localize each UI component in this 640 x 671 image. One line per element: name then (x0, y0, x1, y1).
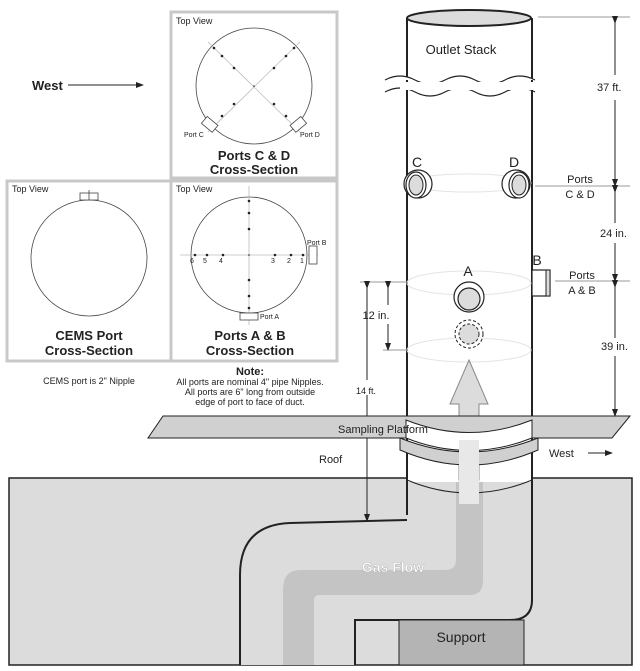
ab-title-2: Cross-Section (206, 343, 294, 358)
port-a-label: Port A (260, 314, 279, 321)
dim-14ft: 14 ft. (356, 386, 376, 396)
cd-title-1: Ports C & D (218, 148, 290, 163)
svg-text:3: 3 (271, 258, 275, 265)
ports-cd-label-1: Ports (567, 174, 593, 186)
cd-title-2: Cross-Section (210, 162, 298, 177)
stack-port-a: A (463, 263, 473, 279)
cems-view-label: Top View (12, 184, 49, 194)
note-line-1: All ports are nominal 4" pipe Nipples. (176, 377, 323, 387)
panel-ports-ab: Top View 6 5 4 3 2 1 Port B Port A Ports A &… (169, 179, 339, 363)
platform-collar (399, 437, 539, 466)
svg-text:1: 1 (300, 258, 304, 265)
west-direction-label: West (32, 78, 63, 93)
support-block (398, 619, 525, 666)
platform-label: Sampling Platform (338, 424, 428, 436)
note-line-2: All ports are 6" long from outside (185, 387, 315, 397)
gas-flow-label: Gas Flow (362, 559, 424, 575)
dim-39in: 39 in. (601, 341, 628, 353)
port-a-stack (453, 281, 485, 313)
ab-title-1: Ports A & B (214, 328, 285, 343)
dim-12in: 12 in. (363, 310, 390, 322)
cems-title-1: CEMS Port (55, 328, 123, 343)
ports-ab-label-2: A & B (568, 285, 596, 297)
dim-37ft: 37 ft. (597, 82, 621, 94)
west-bottom-label: West (549, 448, 574, 460)
stack-port-c: C (412, 154, 422, 170)
port-c-stack (403, 169, 433, 199)
cems-title-2: Cross-Section (45, 343, 133, 358)
ports-ab-label-1: Ports (569, 270, 595, 282)
port-b-stack (531, 269, 551, 297)
svg-text:6: 6 (190, 258, 194, 265)
stack-title: Outlet Stack (426, 42, 497, 57)
note-line-3: edge of port to face of duct. (195, 397, 305, 407)
panel-cems: Top View CEMS Port Cross-Section (5, 179, 173, 363)
ab-view-label: Top View (176, 184, 213, 194)
port-a-lower-dashed (454, 319, 484, 349)
svg-text:2: 2 (287, 258, 291, 265)
port-d-label: Port D (300, 132, 320, 139)
port-b-label: Port B (307, 240, 327, 247)
ports-cd-label-2: C & D (565, 189, 594, 201)
roof-label: Roof (319, 454, 343, 466)
cd-view-label: Top View (176, 16, 213, 26)
support-label: Support (436, 629, 485, 645)
stack-port-b: B (532, 252, 541, 268)
port-d-stack (501, 169, 531, 199)
svg-text:5: 5 (203, 258, 207, 265)
dim-24in: 24 in. (600, 228, 627, 240)
stack-port-d: D (509, 154, 519, 170)
note-heading: Note: (236, 366, 264, 378)
port-c-label: Port C (184, 132, 204, 139)
svg-text:4: 4 (219, 258, 223, 265)
cems-caption: CEMS port is 2" Nipple (43, 376, 135, 386)
stack-top-opening (406, 9, 532, 27)
panel-ports-cd: Top View Port C Port D Ports C & D Cross… (169, 10, 339, 180)
